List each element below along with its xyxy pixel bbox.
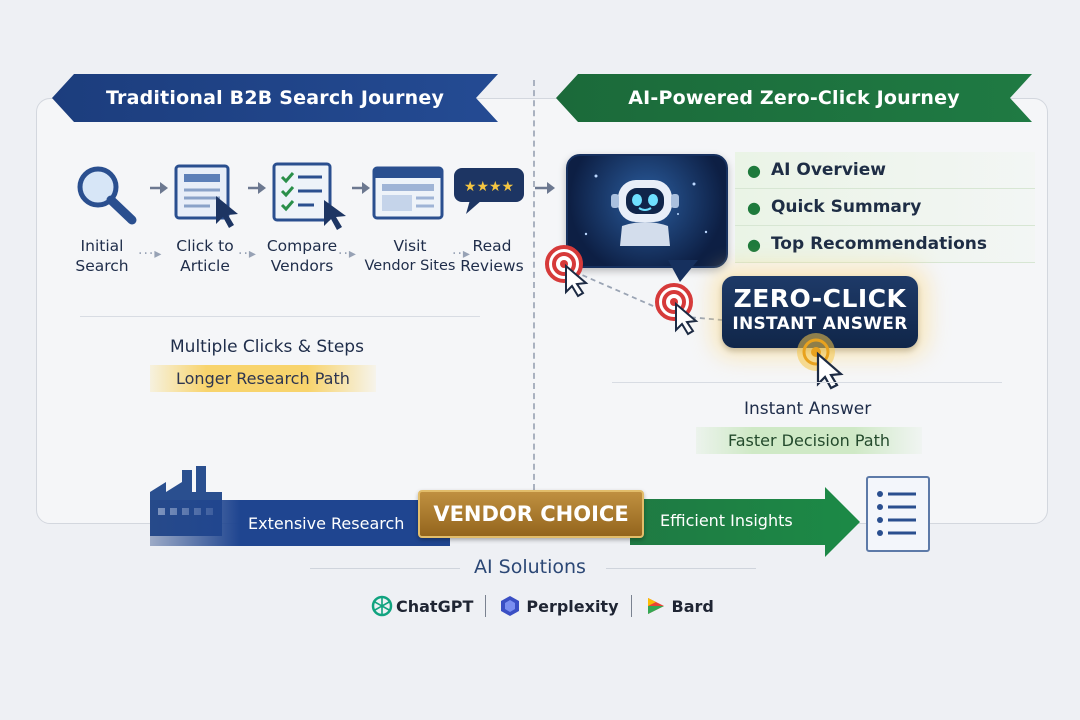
zero-click-subtitle: INSTANT ANSWER — [732, 314, 908, 334]
efficient-insights-label: Efficient Insights — [660, 511, 793, 530]
browser-window-icon — [372, 166, 444, 220]
brand-separator — [630, 595, 632, 617]
step-label-line1: Initial — [80, 237, 124, 255]
ai-journey-title: AI-Powered Zero-Click Journey — [628, 87, 960, 109]
step-connector: ···▸ — [138, 246, 163, 262]
traditional-step-icons: ★★★★ — [77, 162, 524, 230]
step-label-line2: Vendor Sites — [364, 258, 456, 274]
brand-label: Bard — [671, 596, 714, 616]
ai-solutions-rule-right — [606, 568, 756, 569]
brand-separator — [485, 595, 487, 617]
bullet-icon: ● — [747, 234, 761, 254]
article-cursor-icon — [174, 164, 238, 228]
ai-overview-list: ● AI Overview ● Quick Summary ● Top Reco… — [735, 152, 1035, 263]
step-label-line1: Click to — [176, 237, 234, 255]
checklist-icon — [272, 162, 346, 230]
brand-chatgpt: ChatGPT — [370, 594, 473, 618]
vendor-choice-label: VENDOR CHOICE — [433, 502, 629, 526]
extensive-research-label: Extensive Research — [248, 513, 405, 533]
document-list-icon — [866, 476, 930, 552]
brand-label: Perplexity — [526, 596, 619, 616]
brand-perplexity: Perplexity — [498, 594, 619, 618]
right-summary-text: Instant Answer — [744, 399, 872, 419]
brand-label: ChatGPT — [396, 596, 474, 616]
star-review-bubble-icon: ★★★★ — [454, 168, 524, 214]
ai-brand-row: ChatGPT Perplexity Bard — [370, 594, 714, 618]
step-click-article: Click to Article — [162, 236, 248, 276]
tap-hand-icon — [797, 333, 844, 390]
panel-divider — [533, 80, 535, 490]
bullet-icon: ● — [747, 197, 761, 217]
left-separator — [80, 316, 480, 317]
click-target-icon — [545, 245, 589, 298]
ai-solutions-label: AI Solutions — [474, 556, 586, 578]
zero-click-card: ZERO-CLICK INSTANT ANSWER — [722, 276, 918, 348]
traditional-journey-title: Traditional B2B Search Journey — [105, 87, 445, 109]
step-label-line1: Visit — [393, 237, 427, 255]
faster-path-highlight: Faster Decision Path — [696, 427, 923, 454]
magnifier-icon — [77, 166, 137, 225]
step-label-line2: Search — [75, 257, 129, 275]
zero-click-title: ZERO-CLICK — [733, 284, 907, 313]
step-initial-search: Initial Search — [59, 236, 145, 276]
step-connector: ··▸ — [338, 246, 357, 262]
bard-logo-icon — [647, 598, 664, 614]
overview-item-top-recommendations: ● Top Recommendations — [735, 226, 1035, 263]
brand-bard: Bard — [644, 594, 714, 618]
step-label-line2: Article — [180, 257, 230, 275]
vendor-choice-badge: VENDOR CHOICE — [418, 490, 644, 538]
overview-item-quick-summary: ● Quick Summary — [735, 189, 1035, 226]
click-path-graphic — [545, 245, 723, 336]
flow-arrow-icon — [535, 182, 555, 194]
overview-item-label: Quick Summary — [770, 197, 922, 217]
overview-item-ai-overview: ● AI Overview — [735, 152, 1035, 189]
perplexity-logo-icon — [501, 596, 520, 616]
left-summary-text: Multiple Clicks & Steps — [170, 337, 364, 357]
step-label-line1: Compare — [266, 237, 338, 255]
overview-item-label: Top Recommendations — [770, 234, 988, 254]
chatgpt-logo-icon — [371, 595, 393, 617]
step-label-line2: Vendors — [270, 257, 334, 275]
longer-path-highlight: Longer Research Path — [150, 365, 376, 392]
traditional-journey-banner: Traditional B2B Search Journey — [52, 74, 498, 122]
ai-solutions-rule-left — [310, 568, 460, 569]
step-label-line2: Reviews — [460, 257, 524, 275]
step-compare-vendors: Compare Vendors — [259, 236, 345, 276]
step-visit-vendor-sites: Visit Vendor Sites — [364, 236, 456, 276]
step-read-reviews: Read Reviews — [452, 236, 532, 276]
ai-journey-banner: AI-Powered Zero-Click Journey — [556, 74, 1032, 122]
extensive-research-band: Extensive Research — [150, 500, 450, 546]
step-connector: ··▸ — [238, 246, 257, 262]
robot-icon — [584, 174, 708, 246]
bullet-icon: ● — [747, 160, 761, 180]
svg-text:★★★★: ★★★★ — [464, 179, 514, 195]
overview-item-label: AI Overview — [770, 160, 886, 180]
right-separator — [612, 382, 1002, 383]
step-connector: ··▸ — [452, 246, 471, 262]
step-label-line1: Read — [472, 237, 512, 255]
ai-bubble-tail — [668, 260, 698, 282]
click-target-icon — [655, 283, 699, 336]
